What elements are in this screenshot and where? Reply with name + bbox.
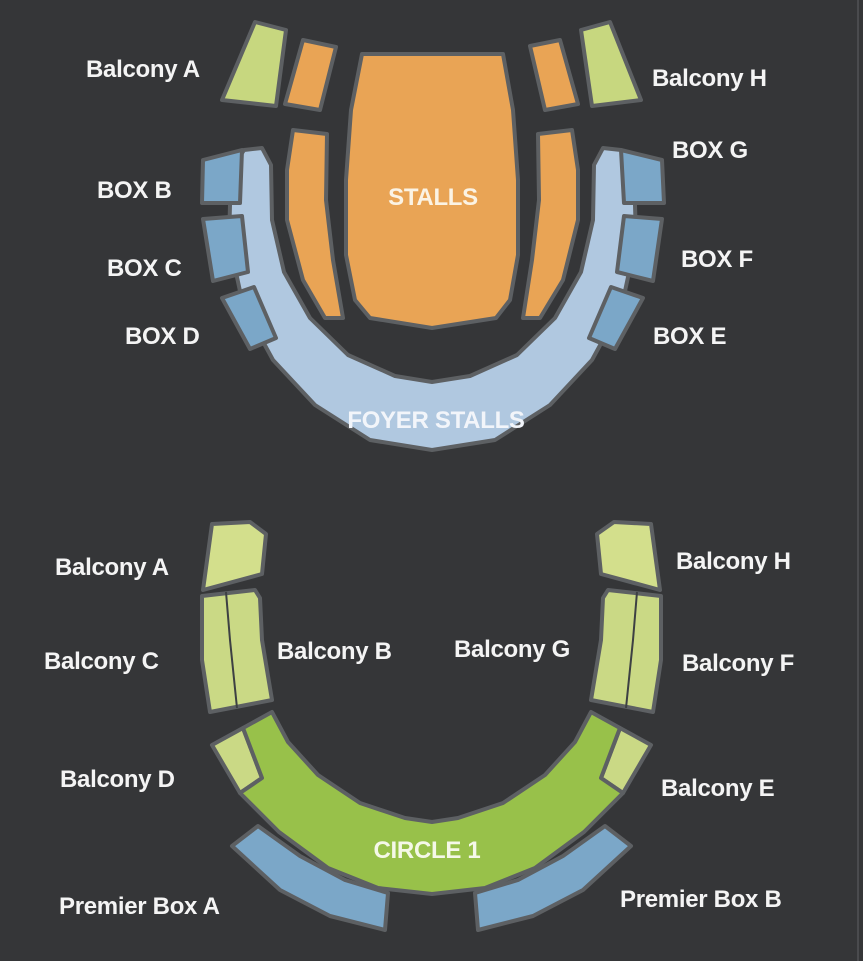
lower-balcony-h-section[interactable] bbox=[595, 520, 662, 592]
upper-balcony-a-label: Balcony A bbox=[86, 56, 200, 83]
box-e-section[interactable] bbox=[587, 285, 645, 351]
balcony-g-f-section[interactable] bbox=[589, 588, 663, 714]
balcony-g-f-divider bbox=[625, 591, 638, 709]
foyer-stalls-section[interactable] bbox=[227, 146, 638, 452]
box-g-label: BOX G bbox=[672, 137, 748, 164]
upper-stalls-left-upper-section[interactable] bbox=[283, 38, 338, 112]
box-d-label: BOX D bbox=[125, 323, 200, 350]
box-f-label: BOX F bbox=[681, 246, 753, 273]
lower-balcony-a-label: Balcony A bbox=[55, 554, 169, 581]
upper-balcony-a-section[interactable] bbox=[220, 20, 288, 108]
circle-1-section[interactable] bbox=[238, 710, 625, 896]
balcony-c-b-divider bbox=[225, 591, 238, 709]
box-d-section[interactable] bbox=[220, 285, 278, 351]
balcony-e-label: Balcony E bbox=[661, 775, 775, 802]
premier-box-b-section[interactable] bbox=[473, 824, 633, 932]
upper-stalls-right-upper-section[interactable] bbox=[528, 38, 580, 112]
box-f-section[interactable] bbox=[615, 214, 664, 283]
upper-balcony-h-label: Balcony H bbox=[652, 65, 767, 92]
balcony-c-label: Balcony C bbox=[44, 648, 159, 675]
balcony-g-label: Balcony G bbox=[454, 636, 570, 663]
balcony-f-label: Balcony F bbox=[682, 650, 794, 677]
box-b-label: BOX B bbox=[97, 177, 172, 204]
stalls-right-side-section[interactable] bbox=[521, 128, 580, 320]
stalls-left-side-section[interactable] bbox=[285, 128, 345, 320]
lower-balcony-h-label: Balcony H bbox=[676, 548, 791, 575]
box-g-section[interactable] bbox=[619, 148, 666, 205]
stalls-section[interactable] bbox=[344, 52, 520, 330]
premier-box-a-section[interactable] bbox=[230, 824, 390, 932]
box-b-section[interactable] bbox=[200, 148, 244, 205]
premier-box-a-label: Premier Box A bbox=[59, 893, 220, 920]
box-e-label: BOX E bbox=[653, 323, 727, 350]
balcony-c-b-section[interactable] bbox=[200, 588, 274, 714]
upper-balcony-h-section[interactable] bbox=[579, 20, 643, 108]
right-edge-divider bbox=[857, 0, 859, 961]
circle-1-label: CIRCLE 1 bbox=[373, 837, 481, 864]
premier-box-b-label: Premier Box B bbox=[620, 886, 782, 913]
balcony-d-label: Balcony D bbox=[60, 766, 175, 793]
box-c-section[interactable] bbox=[201, 214, 250, 283]
stalls-label: STALLS bbox=[388, 184, 478, 211]
box-c-label: BOX C bbox=[107, 255, 182, 282]
balcony-b-label: Balcony B bbox=[277, 638, 392, 665]
lower-balcony-a-section[interactable] bbox=[201, 520, 268, 592]
foyer-stalls-label: FOYER STALLS bbox=[347, 407, 525, 434]
